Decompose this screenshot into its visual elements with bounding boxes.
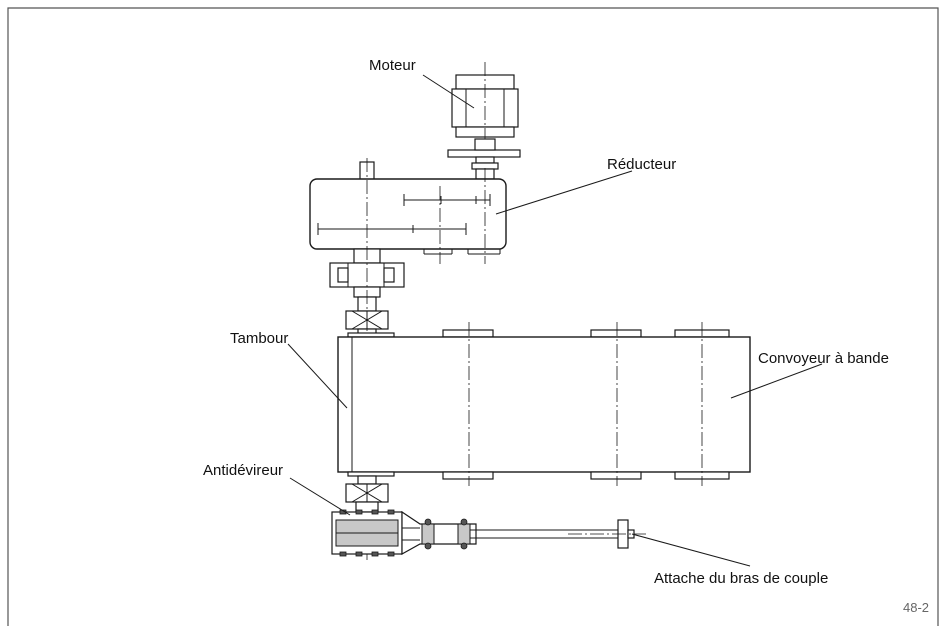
label-torque-arm: Attache du bras de couple xyxy=(654,570,828,587)
label-reducer: Réducteur xyxy=(607,156,676,173)
label-conveyor: Convoyeur à bande xyxy=(758,350,889,367)
conveyor-belt xyxy=(337,322,751,486)
motor xyxy=(447,62,521,180)
figure-number: 48-2 xyxy=(903,600,929,615)
leader-lines xyxy=(287,74,823,567)
torque-arm xyxy=(470,519,646,549)
label-drum: Tambour xyxy=(230,330,288,347)
reducer xyxy=(309,161,507,264)
frame-border xyxy=(7,7,939,626)
backstop xyxy=(331,475,477,557)
label-backstop: Antidévireur xyxy=(203,462,283,479)
label-motor: Moteur xyxy=(369,57,416,74)
